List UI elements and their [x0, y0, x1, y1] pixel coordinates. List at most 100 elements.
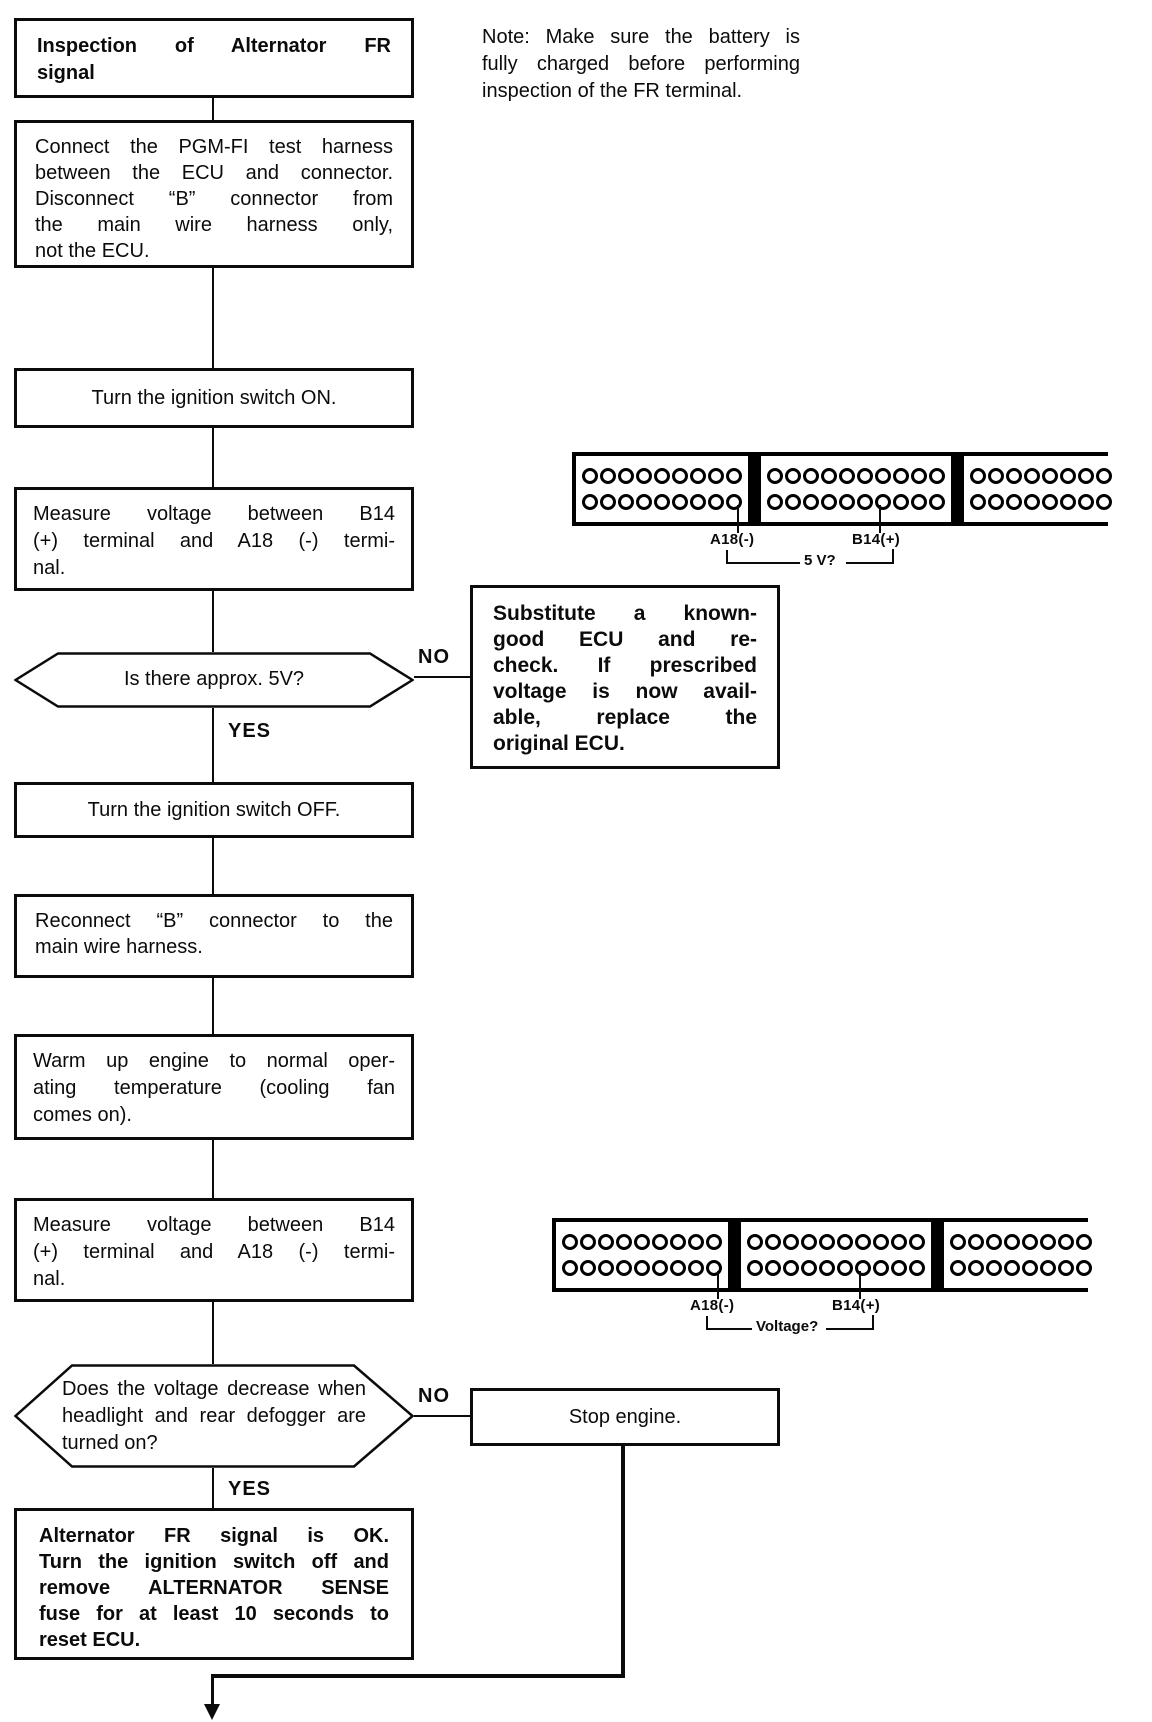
- pin-circle: [767, 494, 783, 510]
- text-line: voltage is now avail-: [493, 680, 757, 703]
- pin-row: [561, 1260, 723, 1276]
- pin-circle: [988, 468, 1004, 484]
- pin-circle: [1060, 468, 1076, 484]
- pin-circle: [986, 1260, 1002, 1276]
- pin-circle: [837, 1260, 853, 1276]
- connector-line: [212, 1140, 214, 1198]
- node-measure-voltage-1: Measure voltage between B14(+) terminal …: [14, 487, 414, 591]
- pin-circle: [747, 1234, 763, 1250]
- hexagon-shape: [14, 1364, 414, 1468]
- pin-circle: [598, 1234, 614, 1250]
- pin-row: [746, 1260, 926, 1276]
- pin-circle: [909, 1234, 925, 1250]
- text-line: Inspection of Alternator FR: [37, 35, 391, 57]
- pin-circle: [726, 494, 742, 510]
- pin-circle: [857, 494, 873, 510]
- pin-circle: [636, 494, 652, 510]
- pin-circle: [988, 494, 1004, 510]
- pin-circle: [726, 468, 742, 484]
- pin-circle: [1024, 494, 1040, 510]
- pin-circle: [672, 468, 688, 484]
- pin-circle: [1078, 468, 1094, 484]
- pin-pointer-line: [859, 1271, 861, 1299]
- pin-circle: [670, 1234, 686, 1250]
- pin-circle: [821, 468, 837, 484]
- text-line: remove ALTERNATOR SENSE: [39, 1577, 389, 1599]
- text-line: Substitute a known-: [493, 602, 757, 625]
- text-line: fuse for at least 10 seconds to: [39, 1603, 389, 1625]
- node-ignition-on: Turn the ignition switch ON.: [14, 368, 414, 428]
- pin-circle: [875, 494, 891, 510]
- pin-circle: [783, 1260, 799, 1276]
- node-warm-up: Warm up engine to normal oper-ating temp…: [14, 1034, 414, 1140]
- pin-circle: [891, 1234, 907, 1250]
- pin-circle: [688, 1260, 704, 1276]
- measure-bracket: [892, 549, 894, 564]
- no-branch-line: [414, 676, 470, 678]
- pin-circle: [821, 494, 837, 510]
- pin-circle: [634, 1234, 650, 1250]
- pin-circle: [950, 1260, 966, 1276]
- text-line: Alternator FR signal is OK.: [39, 1525, 389, 1547]
- connector-line: [211, 1674, 625, 1678]
- pin-circle: [801, 1234, 817, 1250]
- pin-circle: [929, 468, 945, 484]
- pin-group: [944, 1222, 1098, 1288]
- pin-circle: [855, 1260, 871, 1276]
- ecu-connector-diagram-2: [552, 1218, 1098, 1292]
- pin-circle: [747, 1260, 763, 1276]
- connector-line: [212, 1468, 214, 1508]
- text-line: Measure voltage between B14: [33, 1214, 395, 1236]
- pin-circle: [690, 494, 706, 510]
- hexagon-shape: [14, 652, 414, 708]
- pin-circle: [1058, 1234, 1074, 1250]
- pin-label-positive: B14(+): [852, 531, 901, 548]
- pin-circle: [968, 1260, 984, 1276]
- pin-circle: [1060, 494, 1076, 510]
- decision-text: Is there approx. 5V?: [123, 668, 305, 690]
- pin-circle: [1078, 494, 1094, 510]
- pin-circle: [1022, 1234, 1038, 1250]
- pin-circle: [909, 1260, 925, 1276]
- pin-circle: [634, 1260, 650, 1276]
- pin-circle: [785, 468, 801, 484]
- pin-pointer-line: [717, 1271, 719, 1299]
- pin-row: [969, 468, 1113, 484]
- pin-circle: [580, 1234, 596, 1250]
- pin-circle: [950, 1234, 966, 1250]
- pin-circle: [1006, 494, 1022, 510]
- text-line: ating temperature (cooling fan: [33, 1077, 395, 1099]
- pin-circle: [1022, 1260, 1038, 1276]
- text-line: nal.: [33, 557, 66, 579]
- text-line: comes on).: [33, 1104, 132, 1126]
- pin-circle: [706, 1260, 722, 1276]
- measure-bracket: [846, 562, 894, 564]
- pin-circle: [652, 1234, 668, 1250]
- pin-circle: [1004, 1260, 1020, 1276]
- pin-circle: [873, 1260, 889, 1276]
- connector-line: [212, 98, 214, 120]
- pin-circle: [600, 494, 616, 510]
- measure-bracket: [706, 1328, 752, 1330]
- pin-circle: [911, 468, 927, 484]
- pin-circle: [1096, 468, 1112, 484]
- pin-circle: [1042, 468, 1058, 484]
- pin-circle: [654, 468, 670, 484]
- text-line: (+) terminal and A18 (-) termi-: [33, 530, 395, 552]
- pin-circle: [929, 494, 945, 510]
- text-line: reset ECU.: [39, 1629, 141, 1651]
- measure-question: Voltage?: [756, 1318, 819, 1335]
- ecu-connector-diagram-1: [572, 452, 1118, 526]
- pin-circle: [801, 1260, 817, 1276]
- pin-circle: [636, 468, 652, 484]
- measure-bracket: [726, 550, 728, 564]
- pin-circle: [618, 494, 634, 510]
- pin-row: [581, 494, 743, 510]
- pin-circle: [857, 468, 873, 484]
- pin-row: [949, 1234, 1093, 1250]
- measure-bracket: [706, 1316, 708, 1330]
- text-line: between the ECU and connector.: [35, 162, 393, 184]
- pin-circle: [855, 1234, 871, 1250]
